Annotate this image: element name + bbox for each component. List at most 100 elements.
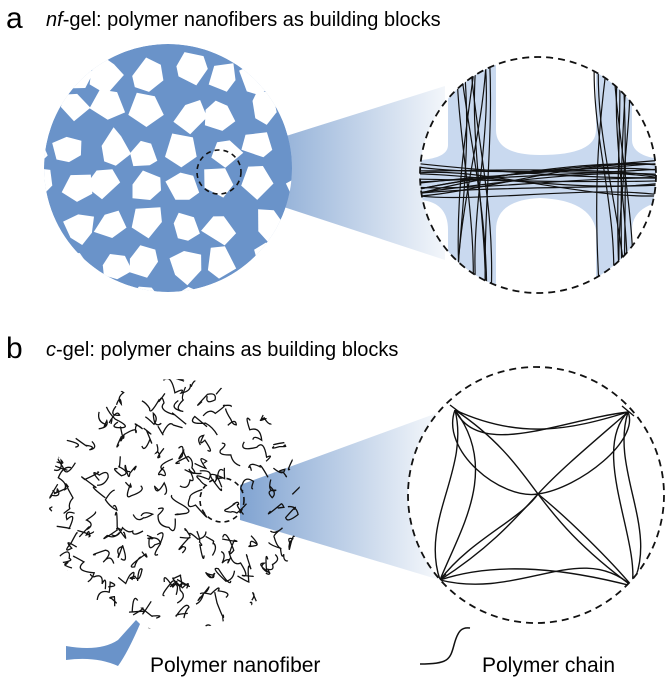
fibril [420, 183, 656, 197]
network-pore [176, 52, 208, 86]
polymer-chain [162, 379, 192, 395]
polymer-chain [202, 404, 232, 417]
polymer-chain [220, 550, 232, 564]
polymer-chain [56, 511, 75, 530]
network-pore [61, 174, 93, 202]
fibril [420, 173, 656, 187]
polymer-chain [191, 415, 218, 436]
polymer-chain [175, 604, 190, 619]
polymer-chain [222, 533, 238, 555]
polymer-chain [196, 470, 211, 487]
polymer-chain [172, 574, 189, 589]
zoom-beam-b [240, 412, 440, 580]
polymer-chain [124, 464, 137, 478]
polymer-chain [78, 511, 97, 538]
polymer-chain [114, 382, 125, 407]
polymer-chain [271, 441, 289, 449]
polymer-chain [248, 535, 258, 548]
network-pore [93, 210, 127, 238]
polymer-chain [188, 379, 203, 387]
polymer-chain [251, 379, 269, 405]
polymer-chain [159, 397, 187, 425]
polymer-chain [75, 437, 96, 451]
network-pore [211, 140, 244, 168]
network-pore [173, 212, 200, 241]
polymer-chain [113, 456, 127, 477]
polymer-chain [246, 624, 275, 631]
network-pore [44, 254, 51, 282]
network-pore [208, 63, 236, 92]
network-pore [85, 169, 121, 200]
network-pore [278, 279, 292, 292]
fibril [420, 169, 656, 180]
network-pore [44, 167, 53, 203]
polymer-chain [195, 586, 210, 605]
network-pore [201, 216, 237, 246]
polymer-chain [231, 601, 253, 621]
polymer-chain [199, 587, 229, 599]
polymer-chain [49, 587, 58, 602]
polymer-chain [129, 568, 143, 582]
polymer-chain [53, 466, 72, 495]
polymer-chain [224, 408, 238, 426]
network-pore [10, 279, 43, 308]
polymer-chain [269, 604, 277, 624]
network-pore [279, 55, 292, 79]
polymer-chain [267, 503, 285, 515]
polymer-chain [237, 554, 252, 583]
panel-b-letter: b [6, 332, 23, 365]
polymer-chain [178, 445, 190, 463]
polymer-chain [105, 406, 126, 429]
polymer-chain [132, 607, 161, 619]
network-pore [132, 170, 161, 200]
polymer-chain [98, 411, 108, 430]
network-pore [258, 209, 287, 242]
polymer-chain [196, 530, 205, 559]
network-pore [52, 136, 82, 163]
polymer-chain [103, 622, 117, 631]
polymer-chain [287, 435, 301, 453]
zoom-beam-a [232, 86, 445, 260]
polymer-chain [198, 434, 212, 452]
polymer-chain [123, 423, 144, 436]
polymer-chain [268, 479, 277, 499]
polymer-chain [228, 550, 254, 578]
polymer-chain [187, 488, 208, 518]
network-pore [44, 202, 54, 235]
polymer-chain [63, 483, 74, 514]
fibril [420, 178, 656, 183]
polymer-chain [49, 591, 52, 624]
polymer-chain [103, 527, 123, 540]
polymer-chain [247, 379, 255, 383]
polymer-chain [49, 379, 53, 382]
polymer-chain [205, 624, 227, 631]
polymer-chain [157, 458, 174, 477]
polymer-chain [49, 551, 72, 564]
panel-a-letter: a [6, 2, 23, 35]
polymer-chain [296, 567, 301, 585]
network-pore [44, 137, 48, 169]
selection-circle-a [196, 149, 242, 195]
polymer-chain [49, 390, 78, 412]
polymer-chain [178, 536, 191, 554]
polymer-chain [274, 395, 294, 425]
network-pore [173, 100, 208, 135]
network-pore [44, 56, 52, 82]
network-pore [60, 93, 91, 122]
polymer-chain [274, 625, 295, 631]
polymer-chain [128, 597, 152, 615]
polymer-chain [173, 386, 187, 413]
polymer-chain [109, 595, 117, 607]
polymer-chain [157, 423, 183, 436]
fibril [420, 172, 656, 196]
magnified-chains [433, 404, 642, 591]
network-pore [169, 251, 202, 286]
network-pore [165, 133, 197, 168]
polymer-chain [141, 427, 153, 450]
polymer-chain [294, 585, 301, 606]
selection-circle-b [199, 477, 245, 523]
polymer-chain [215, 379, 227, 395]
polymer-chain [256, 379, 277, 380]
nanofiber-legend-icon [66, 620, 140, 666]
network-pore [241, 166, 274, 200]
